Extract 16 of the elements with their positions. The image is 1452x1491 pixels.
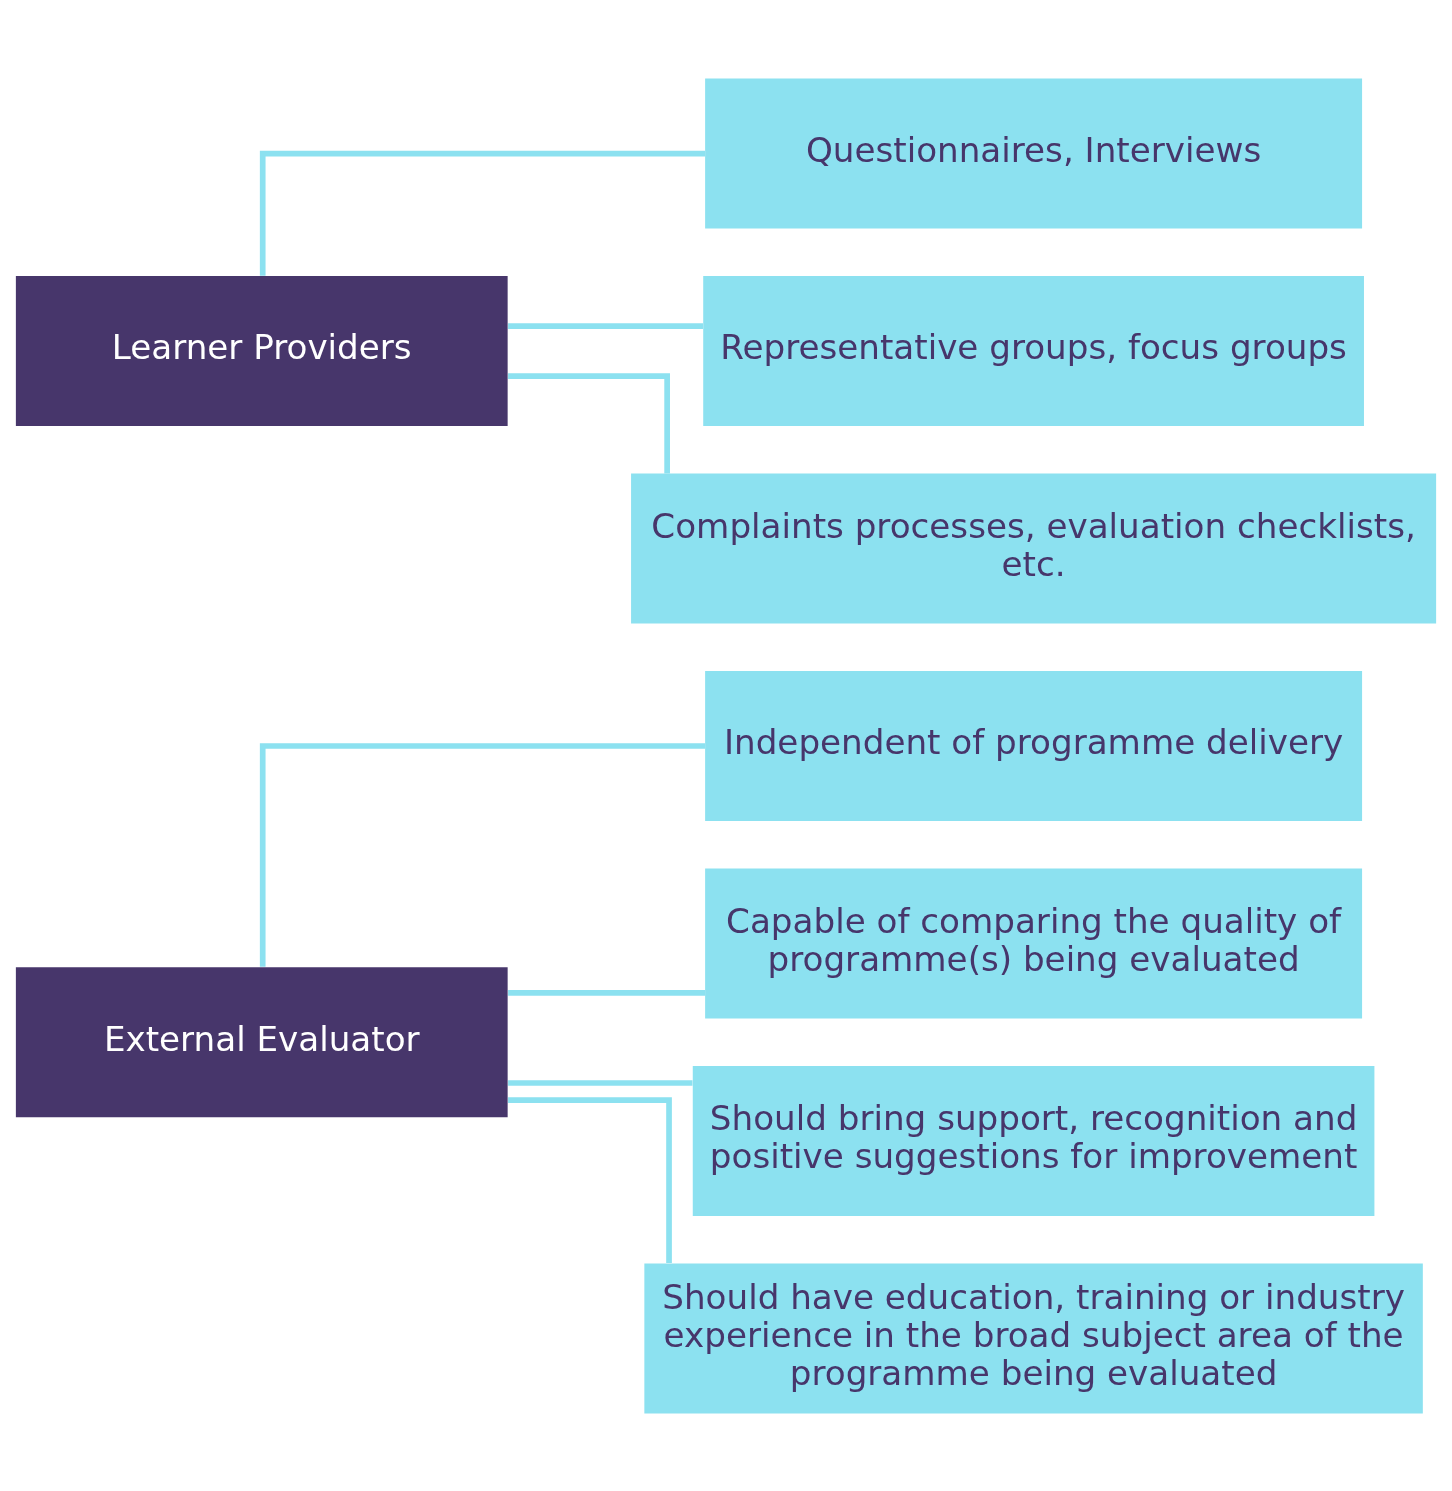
connector bbox=[259, 742, 705, 967]
node-box: Learner Providers bbox=[15, 275, 508, 426]
node-box: Representative groups, focus groups bbox=[703, 275, 1364, 426]
node-box: Independent of programme delivery bbox=[705, 670, 1363, 821]
connector bbox=[508, 989, 706, 996]
node-box: External Evaluator bbox=[15, 966, 508, 1117]
connector bbox=[508, 1096, 672, 1263]
connector bbox=[259, 150, 705, 276]
connector bbox=[508, 1079, 693, 1086]
node-box: Capable of comparing the quality of programme(s) being evaluated bbox=[705, 867, 1363, 1018]
node-box: Questionnaires, Interviews bbox=[705, 78, 1363, 229]
connector bbox=[508, 322, 703, 329]
node-box: Should bring support, recognition and positive suggestions for improvement bbox=[692, 1065, 1375, 1216]
node-box: Should have education, training or industry experience in the broad subject area of the programme being evaluated bbox=[644, 1262, 1423, 1413]
node-box: Complaints processes, evaluation checklists, etc. bbox=[631, 473, 1437, 624]
connector bbox=[508, 372, 670, 473]
